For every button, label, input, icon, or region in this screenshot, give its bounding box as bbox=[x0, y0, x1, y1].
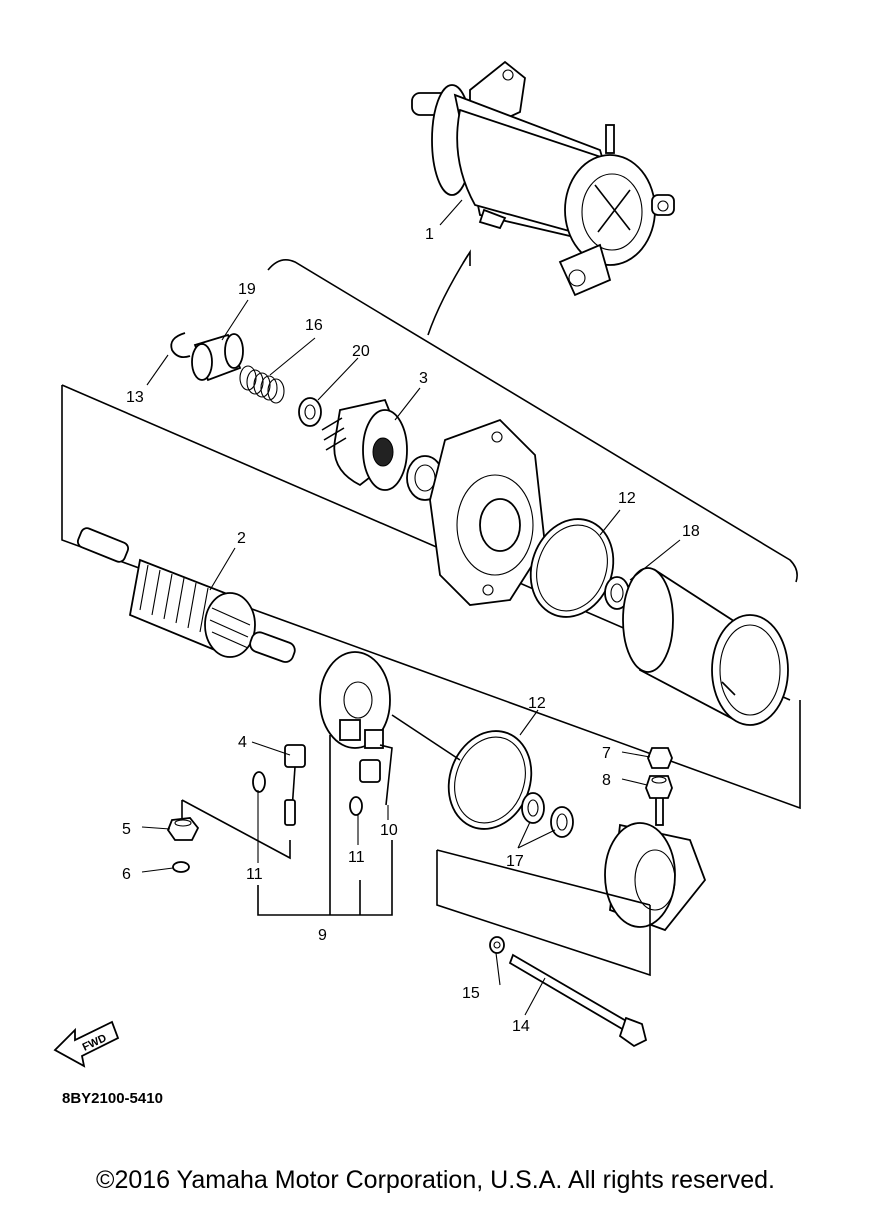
callout-17: 17 bbox=[506, 853, 524, 870]
part-1-starting-motor bbox=[411, 60, 675, 297]
part-17-washer-a bbox=[521, 792, 545, 824]
group-bracket-5-11 bbox=[181, 799, 291, 860]
callout-2: 2 bbox=[237, 530, 246, 547]
part-16-spring bbox=[239, 365, 285, 404]
part-7-nut bbox=[647, 747, 673, 769]
part-rear-cover bbox=[604, 784, 707, 932]
callout-13: 13 bbox=[126, 389, 144, 406]
group-bracket-14 bbox=[436, 850, 651, 977]
part-brush-plate bbox=[319, 651, 391, 749]
part-10-brush bbox=[359, 744, 393, 806]
leader-lines bbox=[141, 199, 681, 1016]
callout-12-lower: 12 bbox=[528, 695, 546, 712]
part-15-washer bbox=[489, 936, 505, 954]
fwd-arrow-icon: FWD bbox=[53, 1020, 120, 1068]
part-2-armature bbox=[76, 527, 296, 663]
callout-7: 7 bbox=[602, 745, 611, 762]
callout-5: 5 bbox=[122, 821, 131, 838]
callout-12-upper: 12 bbox=[618, 490, 636, 507]
part-front-cover bbox=[429, 418, 546, 606]
callout-10: 10 bbox=[380, 822, 398, 839]
part-11-spring-b bbox=[349, 796, 363, 816]
callout-8: 8 bbox=[602, 772, 611, 789]
callout-6: 6 bbox=[122, 866, 131, 883]
assembly-bracket-upper bbox=[267, 259, 798, 583]
callout-19: 19 bbox=[238, 281, 256, 298]
callout-16: 16 bbox=[305, 317, 323, 334]
part-20-washer bbox=[298, 397, 322, 427]
callout-14: 14 bbox=[512, 1018, 530, 1035]
callout-20: 20 bbox=[352, 343, 370, 360]
drawing-code: 8BY2100-5410 bbox=[62, 1090, 163, 1107]
part-4-brush bbox=[284, 744, 306, 826]
callout-3: 3 bbox=[419, 370, 428, 387]
part-13-circlip bbox=[170, 332, 191, 359]
group-bracket-9 bbox=[257, 735, 393, 916]
part-11-spring-a bbox=[252, 771, 266, 793]
callout-1: 1 bbox=[425, 226, 434, 243]
part-8-nut bbox=[645, 775, 673, 799]
part-19-collar bbox=[191, 333, 244, 382]
callout-15: 15 bbox=[462, 985, 480, 1002]
part-12-o-ring-lower bbox=[447, 730, 533, 830]
callout-11-left: 11 bbox=[246, 866, 263, 883]
part-yoke bbox=[622, 567, 789, 726]
callout-4: 4 bbox=[238, 734, 247, 751]
assembly-leader-1 bbox=[427, 254, 469, 336]
part-3-clutch bbox=[321, 398, 408, 491]
part-5-nut bbox=[166, 817, 200, 841]
part-14-through-bolt bbox=[508, 953, 648, 1048]
part-17-washer-b bbox=[550, 806, 574, 838]
assembly-bracket-outline bbox=[61, 385, 801, 810]
callout-11-right: 11 bbox=[348, 849, 365, 866]
copyright-notice: ©2016 Yamaha Motor Corporation, U.S.A. A… bbox=[96, 1166, 775, 1194]
part-6-washer bbox=[172, 861, 190, 873]
callout-9: 9 bbox=[318, 927, 327, 944]
callout-18: 18 bbox=[682, 523, 700, 540]
